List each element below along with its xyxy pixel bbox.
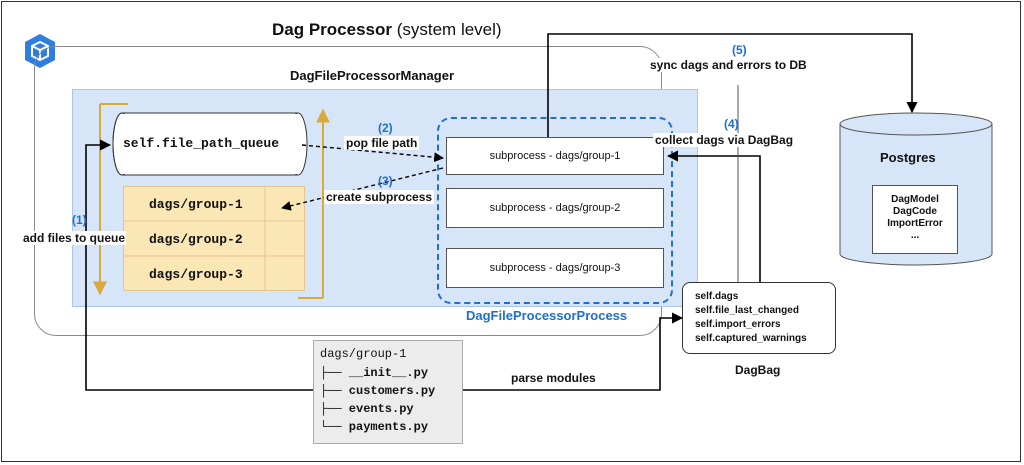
subprocess-group-2: subprocess - dags/group-2	[446, 188, 664, 228]
sync-db-arrow	[547, 33, 918, 137]
step5-label: sync dags and errors to DB	[648, 58, 809, 72]
grid-lines	[123, 186, 305, 291]
parse-modules-arrow	[463, 312, 684, 391]
file-customers: ├── customers.py	[320, 384, 436, 398]
step1-number: (1)	[72, 213, 87, 227]
table-more: ...	[910, 230, 920, 241]
files-folder: dags/group-1	[320, 347, 407, 361]
file-init: ├── __init__.py	[320, 366, 429, 380]
queue-group-3: dags/group-3	[149, 267, 243, 282]
step3-number: (3)	[378, 174, 393, 188]
step3-label: create subprocess	[324, 190, 435, 204]
queue-groups-grid: dags/group-1 dags/group-2 dags/group-3	[123, 186, 305, 291]
postgres-tables: DagModel DagCode ImportError ...	[872, 185, 958, 254]
step1-label: add files to queue	[22, 231, 127, 245]
step2-number: (2)	[378, 121, 393, 135]
pop-path-arrow	[301, 144, 444, 163]
processor-process-label: DagFileProcessorProcess	[466, 308, 628, 323]
dagbag-attr-dags: self.dags	[695, 291, 739, 302]
parse-modules-label: parse modules	[511, 371, 596, 385]
processor-process-box	[437, 117, 673, 304]
dagbag-label: DagBag	[735, 363, 781, 377]
collect-dags-arrow	[666, 150, 761, 282]
table-dagmodel: DagModel	[891, 194, 939, 205]
file-payments: └── payments.py	[320, 420, 429, 434]
file-events: ├── events.py	[320, 402, 414, 416]
step5-number: (5)	[732, 43, 747, 57]
step2-label: pop file path	[344, 136, 420, 150]
step4-label: collect dags via DagBag	[653, 133, 796, 147]
dagbag-attr-file-last-changed: self.file_last_changed	[695, 305, 799, 316]
subprocess-group-1: subprocess - dags/group-1	[446, 137, 664, 175]
table-dagcode: DagCode	[893, 206, 937, 217]
dagbag-box: self.dags self.file_last_changed self.im…	[682, 282, 836, 354]
diagram-title: Dag Processor (system level)	[272, 20, 502, 40]
add-files-arrow	[85, 139, 313, 391]
title-rest: (system level)	[392, 20, 502, 39]
queue-right-arrow	[298, 108, 330, 299]
table-importerror: ImportError	[887, 218, 943, 229]
subprocess-group-3: subprocess - dags/group-3	[446, 248, 664, 288]
queue-label: self.file_path_queue	[123, 136, 280, 151]
manager-label: DagFileProcessorManager	[290, 68, 455, 83]
file-path-queue-cylinder	[112, 112, 308, 176]
step4-number: (4)	[724, 117, 739, 131]
queue-group-1: dags/group-1	[149, 197, 243, 212]
postgres-label: Postgres	[880, 150, 936, 165]
dag-files-tree: dags/group-1 ├── __init__.py ├── custome…	[313, 340, 463, 444]
queue-left-arrow	[93, 103, 128, 296]
dagbag-attr-captured-warnings: self.captured_warnings	[695, 333, 807, 344]
dagbag-attr-import-errors: self.import_errors	[695, 319, 781, 330]
queue-group-2: dags/group-2	[149, 232, 243, 247]
title-bold: Dag Processor	[272, 20, 392, 39]
